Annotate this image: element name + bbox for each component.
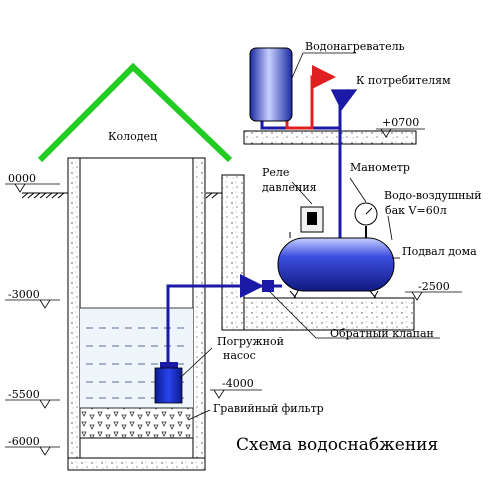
water-heater-label: Водонагреватель <box>305 40 405 53</box>
well-label: Колодец <box>108 130 157 143</box>
level-bottom: -6000 <box>8 435 40 448</box>
level-water: -3000 <box>8 288 40 301</box>
hot-water-pipe <box>285 65 336 130</box>
level-heater-floor: +0700 <box>382 116 419 129</box>
pressure-tank <box>277 232 395 299</box>
pressure-relay <box>300 206 324 233</box>
pump-label-1: Погружной <box>217 335 284 348</box>
upper-floor <box>243 130 417 145</box>
level-basement-floor: -2500 <box>418 280 450 293</box>
pump-label-2: насос <box>223 349 256 362</box>
level-filter-top: -5500 <box>8 388 40 401</box>
level-pump: -4000 <box>222 377 254 390</box>
diagram-title: Схема водоснабжения <box>236 435 438 455</box>
manometer-label: Манометр <box>350 161 410 174</box>
consumer-arrow-blue <box>330 89 358 111</box>
submersible-pump <box>154 362 183 404</box>
ground-left <box>21 192 68 199</box>
pressure-relay-label-1: Реле <box>262 166 289 179</box>
level-ground: 0000 <box>8 172 36 185</box>
basement-wall <box>221 174 245 331</box>
basement-floor <box>243 297 415 331</box>
ground-right <box>205 192 222 199</box>
check-valve <box>262 280 274 292</box>
manometer-gauge <box>354 202 378 238</box>
water-heater <box>249 47 293 122</box>
well-wall-left <box>67 157 81 471</box>
basement-label: Подвал дома <box>402 245 477 258</box>
gravel-filter <box>79 407 194 439</box>
pressure-relay-label-2: давления <box>262 181 317 194</box>
tank-label-2: бак V=60л <box>385 204 447 217</box>
to-consumers-label: К потребителям <box>356 74 451 87</box>
gravel-filter-label: Гравийный фильтр <box>213 402 324 415</box>
roof <box>37 62 233 163</box>
level-markers <box>5 128 462 456</box>
well-wall-right <box>192 157 206 471</box>
check-valve-label: Обратный клапан <box>330 327 434 340</box>
tank-label-1: Водо-воздушный <box>384 189 482 202</box>
leader-lines <box>179 52 440 421</box>
